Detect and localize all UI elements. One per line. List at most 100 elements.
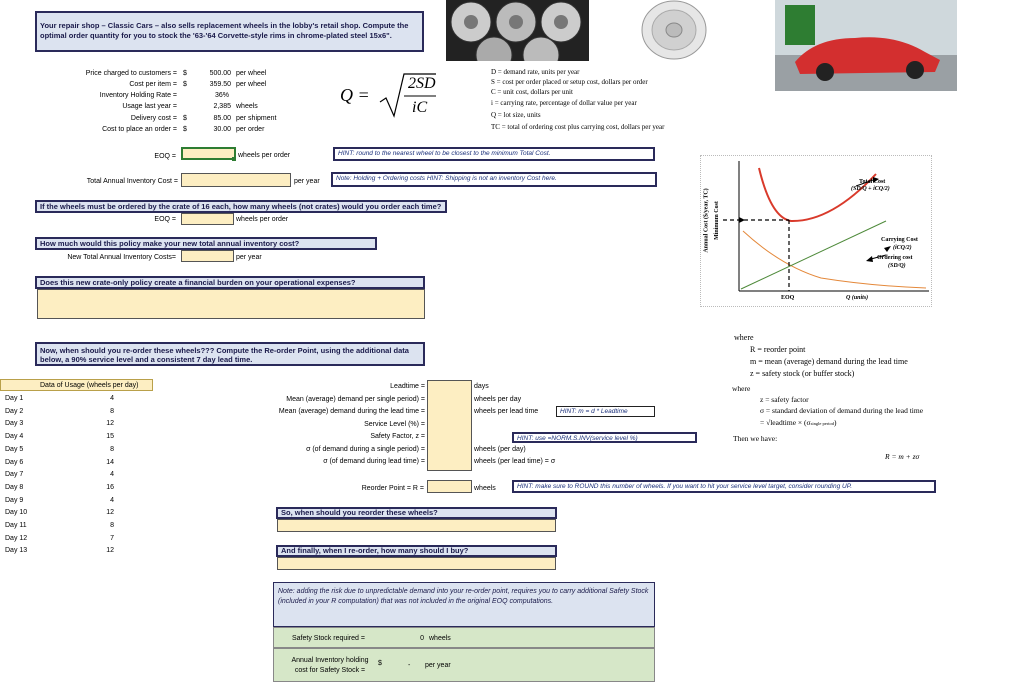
usage-value[interactable]: 15 <box>106 433 114 441</box>
crate-question: If the wheels must be ordered by the cra… <box>40 202 442 211</box>
safety-stock-label: Safety Stock required = <box>292 635 365 642</box>
safety-cost-value: - <box>408 662 411 669</box>
usage-value[interactable]: 12 <box>106 547 114 555</box>
tac-input[interactable] <box>181 173 291 187</box>
usage-value[interactable]: 7 <box>110 534 114 542</box>
usage-day: Day 10 <box>5 509 28 517</box>
newcost-label: New Total Annual Inventory Costs= <box>67 254 176 261</box>
usage-value[interactable]: 12 <box>106 509 114 517</box>
newcost-question: How much would this policy make your new… <box>40 239 300 248</box>
legend-line: D = demand rate, units per year <box>491 68 580 76</box>
wheels-photo <box>446 0 589 61</box>
rop-unit: wheels (per lead time) = σ <box>474 458 556 465</box>
param-label: Inventory Holding Rate = <box>99 92 177 99</box>
rop-label: Mean (average) demand during the lead ti… <box>278 408 425 415</box>
usage-value[interactable]: 12 <box>106 420 114 428</box>
crate-eoq-unit: wheels per order <box>236 216 289 223</box>
rop-unit: wheels (per day) <box>474 445 526 453</box>
total-cost-arrow <box>855 179 874 187</box>
eoq-input[interactable] <box>181 147 236 160</box>
newcost-question-box: How much would this policy make your new… <box>35 237 377 250</box>
burden-question-box: Does this new crate-only policy create a… <box>35 276 425 289</box>
def-sigma2-main: = √leadtime × (σ <box>760 418 811 427</box>
usage-value[interactable]: 8 <box>110 522 114 529</box>
newcost-input[interactable] <box>181 250 234 262</box>
total-cost-formula: (SD/Q + iCQ/2) <box>851 186 890 192</box>
when-answer[interactable] <box>277 519 556 532</box>
arrowhead <box>884 246 891 252</box>
rop-inputs-column[interactable] <box>427 380 472 471</box>
car-photo <box>775 0 957 91</box>
howmany-answer[interactable] <box>277 557 556 570</box>
usage-day: Day 5 <box>5 445 24 453</box>
legend-line: Q = lot size, units <box>491 111 541 119</box>
def-z2: z = safety factor <box>760 395 809 404</box>
arrowhead <box>873 177 879 183</box>
safety-cost-box <box>273 648 655 682</box>
min-cost-arrow <box>739 217 745 223</box>
reorder-point-hint: HINT: make sure to ROUND this number of … <box>512 480 936 493</box>
crate-eoq-label: EOQ = <box>154 216 176 223</box>
safety-stock-unit: wheels <box>429 635 451 642</box>
usage-day: Day 2 <box>5 407 24 415</box>
hint-m: HINT: m = d * Leadtime <box>556 406 655 417</box>
eoq-hint: HINT: round to the nearest wheel to be c… <box>333 147 655 161</box>
safety-cost-unit: per year <box>425 662 451 669</box>
reorder-point-unit: wheels <box>474 485 496 492</box>
def-sigma2-end: ) <box>833 418 837 427</box>
usage-day: Day 13 <box>5 547 28 555</box>
usage-value[interactable]: 8 <box>110 445 114 453</box>
eoq-chart: Annual Cost ($/year, TC) Minimum Cost EO… <box>700 155 932 307</box>
param-unit: per wheel <box>236 81 267 88</box>
legend-line: C = unit cost, dollars per unit <box>491 88 573 96</box>
param-label: Cost per item = <box>129 81 177 88</box>
def-m: m = mean (average) demand during the lea… <box>750 357 908 366</box>
ordering-cost-formula: (SD/Q) <box>888 263 906 269</box>
burden-answer[interactable] <box>37 289 425 319</box>
usage-day: Day 1 <box>5 395 24 402</box>
usage-day: Day 3 <box>5 420 24 428</box>
legend-line: i = carrying rate, percentage of dollar … <box>491 99 637 107</box>
formula-den: iC <box>412 99 428 116</box>
crate-eoq-input[interactable] <box>181 213 234 225</box>
usage-value[interactable]: 8 <box>110 407 114 415</box>
rop-label: Mean (average) demand per single period)… <box>286 395 425 403</box>
usage-value[interactable]: 4 <box>110 395 114 402</box>
usage-value[interactable]: 4 <box>110 471 114 479</box>
carrying-cost-line <box>740 220 887 290</box>
param-unit: per shipment <box>236 115 277 122</box>
usage-value[interactable]: 16 <box>106 483 114 491</box>
safety-cost-cur: $ <box>378 660 382 667</box>
param-label: Usage last year = <box>122 103 177 110</box>
usage-day: Day 11 <box>5 522 27 529</box>
param-unit: per wheel <box>236 70 267 77</box>
param-value: 359.50 <box>209 81 231 88</box>
when-question: So, when should you reorder these wheels… <box>281 508 438 517</box>
param-value: 2,385 <box>213 103 231 110</box>
param-value: 85.00 <box>213 115 231 122</box>
cell-handle[interactable] <box>232 157 236 161</box>
param-label: Price charged to customers = <box>85 70 177 77</box>
usage-value[interactable]: 14 <box>106 458 114 466</box>
usage-day: Day 9 <box>5 496 24 504</box>
chart-ylabel2: Minimum Cost <box>713 201 720 240</box>
param-unit: wheels <box>236 103 258 110</box>
def-sigma2: = √leadtime × (σsingle period) <box>760 418 836 428</box>
reorder-point-input[interactable] <box>427 480 472 493</box>
param-value: 500.00 <box>209 70 231 77</box>
rop-label: σ (of demand during a single period) = <box>306 445 425 453</box>
usage-value[interactable]: 4 <box>110 496 114 504</box>
formula-num: 2SD <box>408 75 436 92</box>
carrying-cost-formula: (iCQ/2) <box>893 245 912 251</box>
def-where2: where <box>732 384 751 393</box>
usage-header-bg <box>0 379 153 391</box>
ordering-cost-curve <box>742 230 927 289</box>
param-value: 36% <box>214 92 229 99</box>
total-cost-curve <box>758 167 877 223</box>
car-image <box>775 0 957 91</box>
safety-note: Note: adding the risk due to unpredictab… <box>278 588 649 605</box>
def-sigma2-sub: single period <box>810 421 834 426</box>
ordering-cost-label: Ordering cost <box>877 255 913 261</box>
eoq-label: EOQ = <box>154 153 176 160</box>
def-sigma: σ = standard deviation of demand during … <box>760 406 924 415</box>
